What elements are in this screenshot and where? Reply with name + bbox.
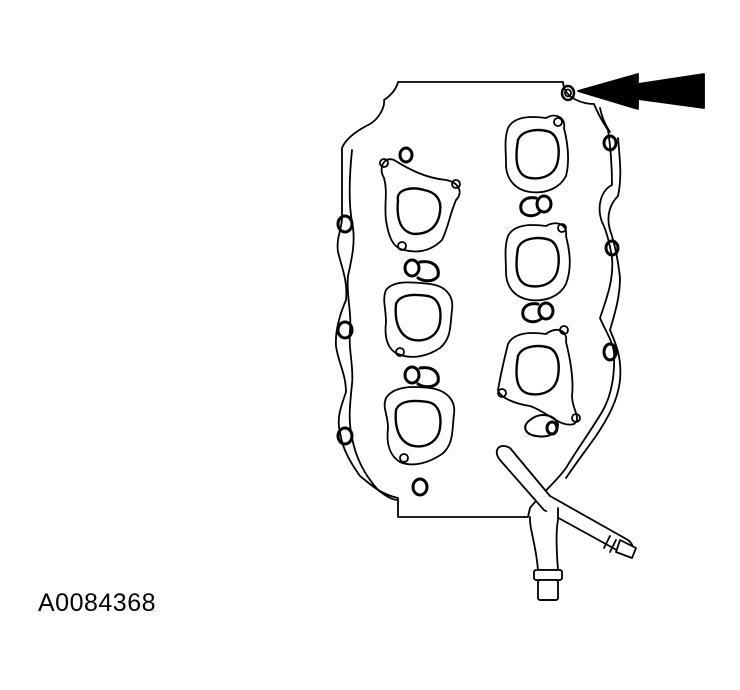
figure-id-label: A0084368 [38,589,157,617]
port-gasket [380,158,461,253]
bolt-hole [560,84,576,102]
right-port-row [497,114,581,426]
coolant-tube [495,445,637,601]
port-gasket [504,222,571,302]
left-port-row [379,158,461,466]
port-gasket [504,114,570,194]
port-gasket [383,281,454,358]
plate-inner-edge-right [565,107,622,479]
plate-inner-edge-left [346,149,399,501]
manifold-plate-outline [334,81,616,518]
bolt-bosses [336,134,620,497]
port-gasket [497,328,578,426]
port-gasket [383,386,456,466]
pointer-arrow [577,73,705,110]
